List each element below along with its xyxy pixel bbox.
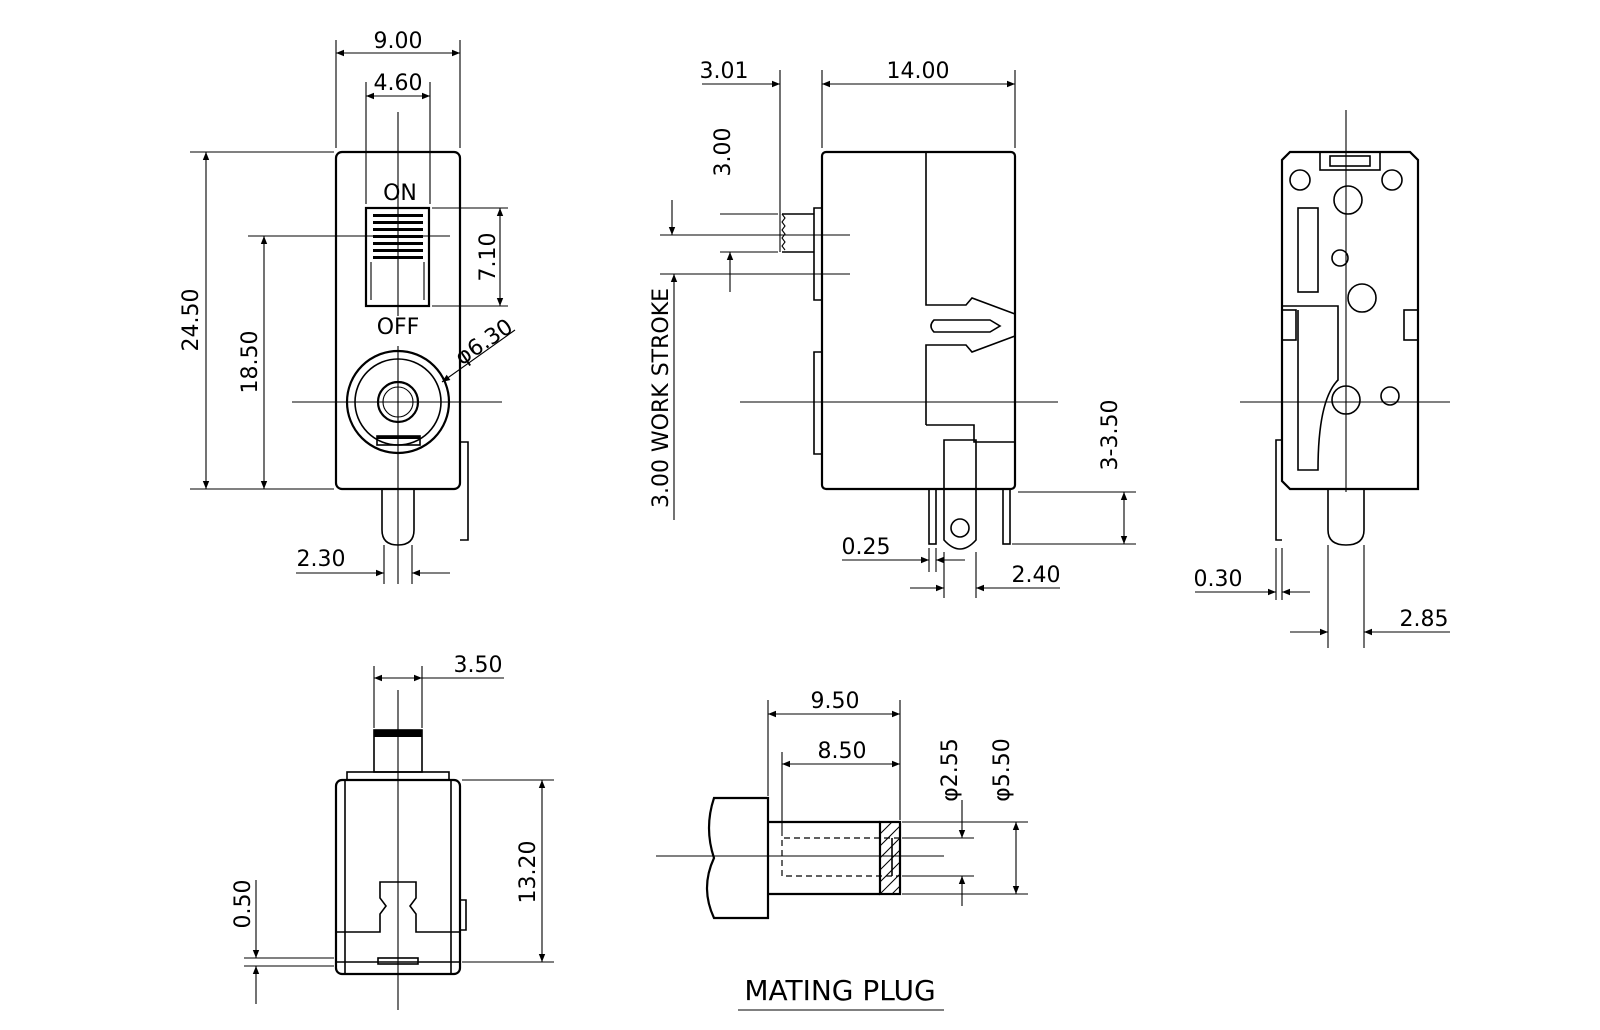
dim-tab-thickness: 0.30 [1194, 567, 1243, 592]
dim-width-button: 4.60 [374, 71, 423, 96]
dim-work-stroke: 3.00 WORK STROKE [649, 288, 674, 508]
dim-height-total: 24.50 [179, 289, 204, 352]
side-body [820, 150, 1017, 491]
dim-plug-inner-dia: φ2.55 [938, 738, 963, 802]
off-label: OFF [377, 315, 420, 340]
dim-plug-length: 9.50 [811, 689, 860, 714]
dim-side-pin-width: 2.40 [1012, 563, 1061, 588]
plug-tip [878, 820, 902, 896]
mating-plug: 9.50 8.50 φ2.55 φ5.50 MATING PLUG [656, 689, 1028, 1011]
side-view: 3.01 14.00 3.00 3.00 WORK STROKE 3-3.50 … [649, 59, 1136, 598]
back-contact [1282, 305, 1339, 471]
plug-tip-hatch [879, 821, 901, 895]
dim-pin-thickness: 0.25 [842, 535, 891, 560]
front-side-tab [460, 441, 469, 541]
mating-plug-title: MATING PLUG [744, 974, 935, 1007]
dim-button-width: 3.50 [454, 653, 503, 678]
dim-plug-outer-dia: φ5.50 [990, 738, 1015, 802]
dim-height-center: 18.50 [238, 331, 263, 394]
back-body [1280, 150, 1420, 491]
on-label: ON [383, 181, 417, 206]
dim-width-total: 9.00 [374, 29, 423, 54]
back-view: 0.30 2.85 [1194, 110, 1450, 648]
side-pin-left [928, 488, 937, 545]
dim-pin-height: 3-3.50 [1098, 400, 1123, 471]
side-latch [930, 319, 1002, 333]
dim-button-offset: 3.01 [700, 59, 749, 84]
plug-handle [705, 796, 770, 920]
dim-back-pin-width: 2.85 [1400, 607, 1449, 632]
dim-body-height: 13.20 [516, 841, 541, 904]
front-view: ON OFF 9.00 4.60 24.50 18.50 [179, 29, 518, 584]
dim-stroke-height: 3.00 [711, 128, 736, 177]
dim-length: 14.00 [887, 59, 950, 84]
side-pin-right [1002, 488, 1011, 545]
bottom-view: 3.50 13.20 0.50 [231, 653, 554, 1010]
dim-slider: 7.10 [476, 233, 501, 282]
dim-gap: 0.50 [231, 880, 256, 929]
dim-pin-width: 2.30 [297, 547, 346, 572]
side-pin-center [943, 439, 977, 550]
dim-plug-inner-length: 8.50 [818, 739, 867, 764]
back-pin [1327, 489, 1365, 546]
